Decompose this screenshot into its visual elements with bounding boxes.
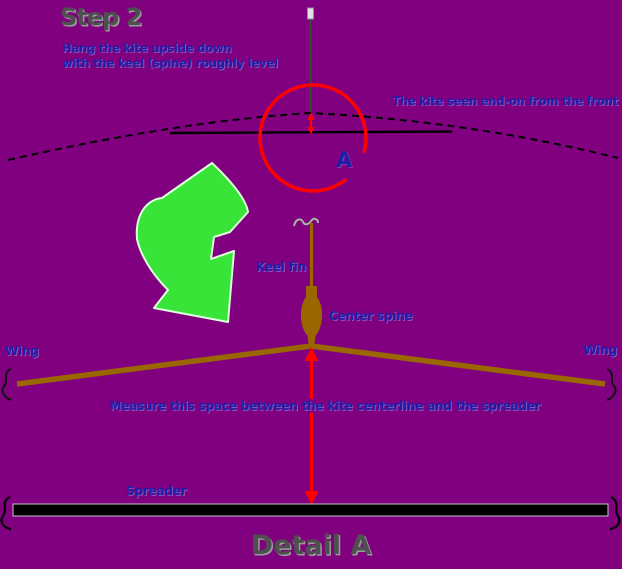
hang-pin xyxy=(307,7,314,20)
measure-arrow xyxy=(304,347,319,505)
detail-marker-label: A xyxy=(336,148,353,172)
detail-circle xyxy=(258,83,368,193)
wing-break-right xyxy=(606,368,617,401)
center-spine-shape xyxy=(300,286,323,347)
step-title: Step 2 xyxy=(60,3,142,31)
spreader-bar xyxy=(12,503,609,517)
keel-fin-label: Keel fin xyxy=(256,260,306,274)
wing-label-left: Wing xyxy=(5,344,39,358)
spreader-label: Spreader xyxy=(126,484,187,498)
spreader-break-left xyxy=(0,496,12,531)
keel-hook xyxy=(293,217,319,227)
measure-caption: Measure this space between the kite cent… xyxy=(106,399,544,413)
rotate-arrow xyxy=(135,162,249,323)
wing-label-right: Wing xyxy=(583,343,617,357)
center-spine-label: Center spine xyxy=(329,309,413,323)
wing-frame xyxy=(16,343,606,387)
spreader-break-right xyxy=(609,496,621,531)
detail-title: Detail A xyxy=(250,530,372,561)
instruction-line-2: with the keel (spine) roughly level xyxy=(62,56,278,70)
gap-measure-arrow xyxy=(307,112,315,135)
instruction-line-1: Hang the kite upside down xyxy=(62,41,232,55)
kite-endon-dashed-line xyxy=(7,111,619,161)
wing-break-left xyxy=(1,368,12,401)
front-view-caption: The kite seen end-on from the front xyxy=(392,94,618,108)
